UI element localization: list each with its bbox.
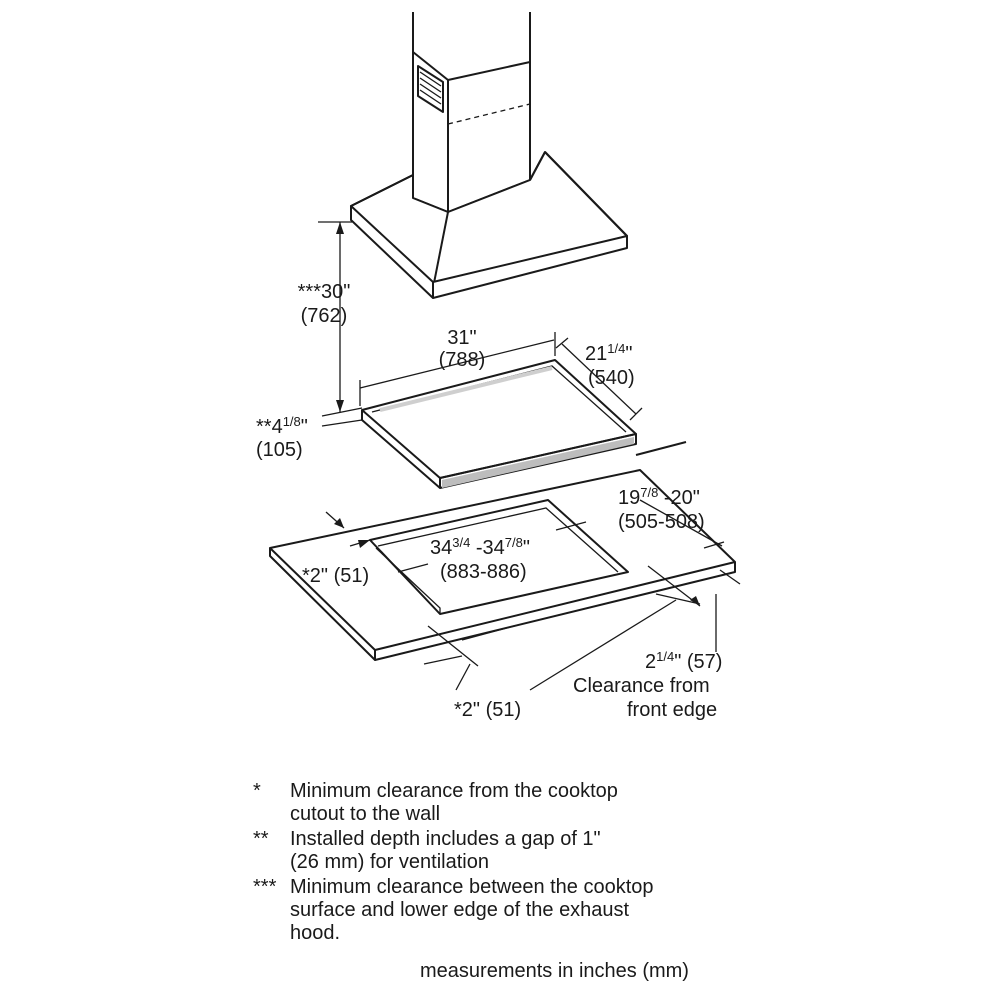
- cooktop-depth-label-line1: 211/4": [585, 341, 632, 365]
- footnote-3: *** Minimum clearance between the cookto…: [250, 876, 770, 945]
- cooktop-width-label-line2: (788): [439, 349, 486, 371]
- cooktop: [361, 359, 637, 489]
- hood-gap-label-line2: (762): [301, 305, 348, 327]
- units-note: measurements in inches (mm): [420, 960, 689, 982]
- footnote-text: cutout to the wall: [290, 803, 441, 825]
- bottom-clearance-label: *2" (51): [454, 699, 521, 721]
- cutout-depth-dimension: 197/8 -20" (505-508): [618, 485, 725, 549]
- cooktop-height-dimension: **41/8" (105): [256, 407, 363, 461]
- footnote-2: ** Installed depth includes a gap of 1" …: [250, 828, 770, 874]
- back-edge-indicator: [325, 511, 345, 529]
- footnote-text: Installed depth includes a gap of 1": [290, 828, 601, 850]
- cooktop-cutout: [369, 499, 629, 615]
- cooktop-depth-dimension: 211/4" (540): [555, 337, 643, 421]
- footnotes: * Minimum clearance from the cooktop cut…: [250, 780, 770, 947]
- footnote-1: * Minimum clearance from the cooktop cut…: [250, 780, 770, 826]
- cooktop-height-label-line1: **41/8": [256, 414, 308, 438]
- cutout-width-label-line2: (883-886): [440, 561, 527, 583]
- hood-gap-label-line1: ***30": [298, 281, 351, 303]
- cooktop-depth-label-line2: (540): [588, 367, 635, 389]
- front-clearance-label-line1: 21/4" (57): [645, 649, 722, 673]
- footnote-text: surface and lower edge of the exhaust: [290, 899, 630, 921]
- front-clearance-label-line3: front edge: [627, 699, 717, 721]
- wall-line: [635, 441, 687, 456]
- side-clearance-label: *2" (51): [302, 565, 369, 587]
- vent-grille-icon: [417, 65, 444, 113]
- footnote-mark: *: [253, 780, 261, 802]
- cooktop-height-label-line2: (105): [256, 439, 303, 461]
- cooktop-width-label-line1: 31": [447, 327, 476, 349]
- countertop: [269, 469, 736, 661]
- front-clearance-dimension: 21/4" (57) Clearance from front edge: [573, 565, 741, 721]
- footnote-text: hood.: [290, 922, 341, 944]
- footnote-text: Minimum clearance from the cooktop: [290, 780, 618, 802]
- hood-gap-dimension: ***30" (762): [298, 221, 352, 412]
- side-clearance-dimension: *2" (51): [302, 539, 371, 587]
- cutout-width-dimension: 343/4 -347/8" (883-886): [397, 521, 587, 583]
- cutout-depth-label-line2: (505-508): [618, 511, 705, 533]
- front-clearance-label-line2: Clearance from: [573, 675, 710, 697]
- cutout-width-label-line1: 343/4 -347/8": [430, 535, 530, 559]
- cutout-depth-label-line1: 197/8 -20": [618, 485, 700, 509]
- exhaust-hood: [350, 12, 628, 299]
- footnote-mark: **: [253, 828, 269, 850]
- footnote-mark: ***: [253, 876, 277, 898]
- footnote-text: (26 mm) for ventilation: [290, 851, 489, 873]
- cooktop-width-dimension: 31" (788): [359, 327, 556, 406]
- footnote-text: Minimum clearance between the cooktop: [290, 876, 654, 898]
- bottom-clearance-dimension: *2" (51): [423, 599, 677, 721]
